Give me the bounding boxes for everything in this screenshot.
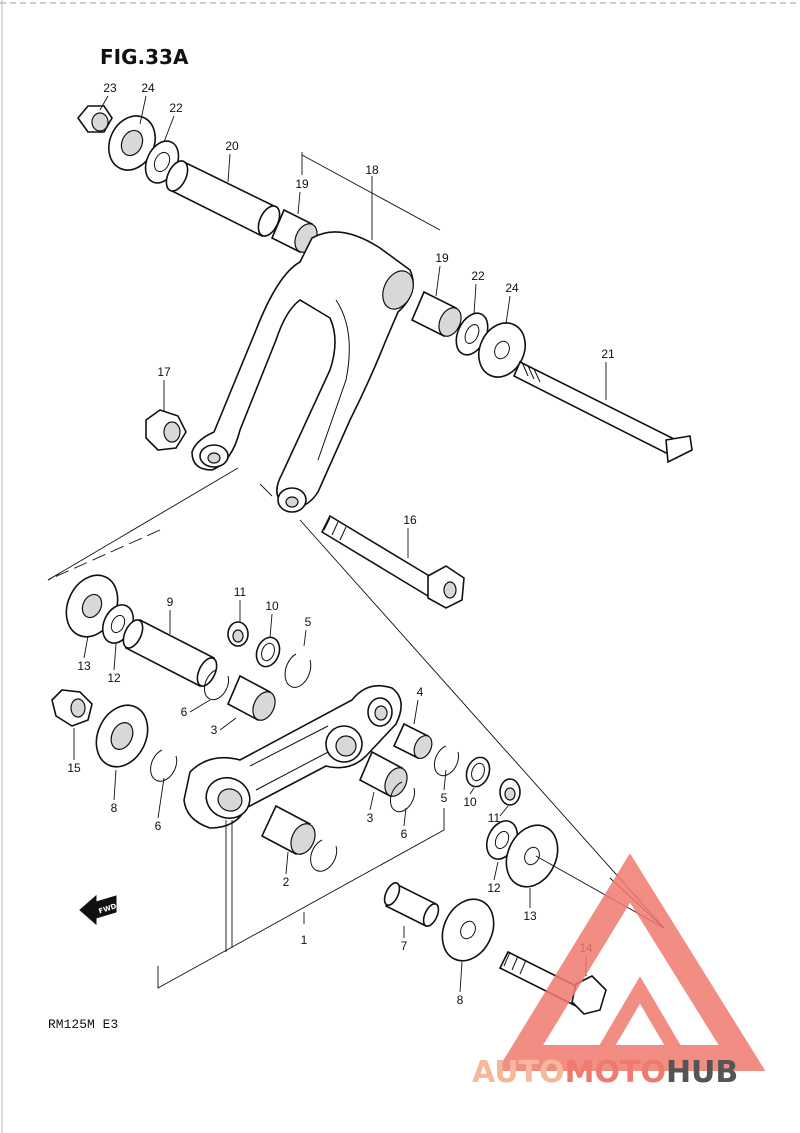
callout-20: 20 (225, 139, 239, 153)
part-4-spacer (392, 722, 433, 760)
part-23-nut (76, 105, 113, 133)
figure-title: FIG.33A (100, 45, 189, 69)
part-21-bolt (512, 360, 693, 464)
model-code: RM125M E3 (48, 1017, 118, 1032)
callout-10-lower: 10 (463, 795, 477, 809)
part-13-washer-right (505, 824, 559, 888)
callout-9: 9 (167, 595, 174, 609)
callout-5-upper: 5 (305, 615, 312, 629)
callout-19-left: 19 (295, 177, 309, 191)
callout-1: 1 (301, 933, 308, 947)
callout-11-upper: 11 (234, 585, 247, 599)
part-11-seal-lower (499, 778, 521, 806)
part-5-circlip-upper (284, 653, 312, 688)
callout-6-c: 6 (401, 827, 408, 841)
callout-3-b: 3 (367, 811, 374, 825)
callout-6-a: 6 (181, 705, 188, 719)
automotohub-logo (496, 853, 766, 1071)
callout-5-lower: 5 (441, 791, 448, 805)
part-9-sleeve (122, 618, 218, 688)
part-20-sleeve (165, 160, 281, 238)
part-3-bearing-a (226, 674, 276, 722)
part-2-bearing (260, 804, 316, 856)
callout-6-b: 6 (155, 819, 162, 833)
callout-23: 23 (103, 81, 117, 95)
part-24-washer-right (478, 322, 526, 378)
fwd-arrow-icon: FWD (79, 894, 118, 926)
part-6-circlip-b (150, 749, 178, 782)
part-19-bearing-right (410, 290, 462, 338)
part-8-washer-left (95, 704, 149, 768)
part-5-circlip-lower (433, 745, 459, 777)
callout-12-right: 12 (487, 881, 501, 895)
part-1-cushion-rod (183, 684, 402, 829)
part-10-ring-upper (255, 636, 281, 668)
part-15-nut (51, 689, 93, 727)
part-8-washer-right (441, 898, 495, 962)
callout-8-left: 8 (111, 801, 118, 815)
part-16-bolt (320, 514, 465, 609)
part-17-nut (145, 409, 187, 451)
callout-13-right: 13 (523, 909, 537, 923)
callout-4: 4 (417, 685, 424, 699)
callout-22-right: 22 (471, 269, 485, 283)
callout-12-left: 12 (107, 671, 121, 685)
part-6-circlip-a (203, 669, 229, 701)
part-24-washer-top (108, 115, 156, 171)
callout-19-right: 19 (435, 251, 449, 265)
watermark-hub: HUB (666, 1055, 738, 1090)
part-7-sleeve (383, 882, 440, 928)
part-11-seal-upper (227, 621, 249, 647)
svg-text:AUTOMOTOHUB: AUTOMOTOHUB (472, 1055, 738, 1090)
part-3-bearing-b (358, 750, 408, 798)
part-10-ring-lower (465, 756, 491, 788)
callout-8-right: 8 (457, 993, 464, 1007)
callout-7: 7 (401, 939, 408, 953)
callout-13-left: 13 (77, 659, 91, 673)
callout-16: 16 (403, 513, 417, 527)
watermark-auto: AUTO (472, 1055, 565, 1090)
callout-11-lower: 11 (488, 811, 501, 825)
callout-10-upper: 10 (265, 599, 279, 613)
callouts: 23 24 22 20 19 18 19 22 24 21 17 16 9 11… (67, 81, 615, 1007)
callout-22: 22 (169, 101, 183, 115)
part-18-cushion-lever (191, 231, 414, 513)
callout-18: 18 (365, 163, 379, 177)
callout-24: 24 (141, 81, 155, 95)
watermark-text: AUTOMOTOHUB (472, 1055, 738, 1090)
callout-3-a: 3 (211, 723, 218, 737)
watermark-moto: MOTO (565, 1055, 666, 1090)
part-6-circlip-d (310, 839, 338, 872)
part-6-circlip-c (389, 781, 415, 813)
callout-2: 2 (283, 875, 290, 889)
callout-21: 21 (601, 347, 615, 361)
callout-17: 17 (157, 365, 171, 379)
callout-15: 15 (67, 761, 81, 775)
callout-24-right: 24 (505, 281, 519, 295)
